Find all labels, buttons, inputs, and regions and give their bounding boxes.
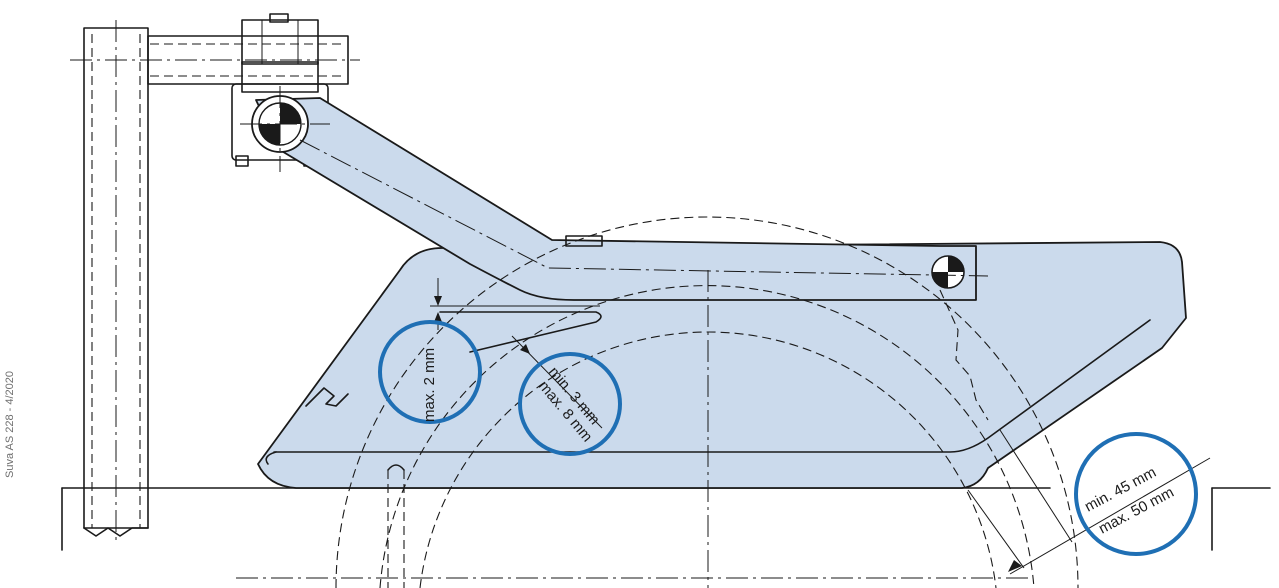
dimension-ring-gap-top xyxy=(378,320,482,424)
rear-center-mark xyxy=(931,255,965,289)
dimension-ring-overhang xyxy=(1074,432,1198,556)
dimension-ring-gap-side xyxy=(518,352,622,456)
horizontal-arm xyxy=(70,35,360,85)
dimension-gap-top: max. 2 mm xyxy=(378,278,600,424)
riving-arm xyxy=(255,97,977,301)
pivot-center-mark xyxy=(240,86,330,172)
support-column xyxy=(83,20,149,540)
guard-hood xyxy=(257,241,1187,489)
saw-blade xyxy=(236,216,1079,588)
label-gap-top: max. 2 mm xyxy=(421,348,438,422)
